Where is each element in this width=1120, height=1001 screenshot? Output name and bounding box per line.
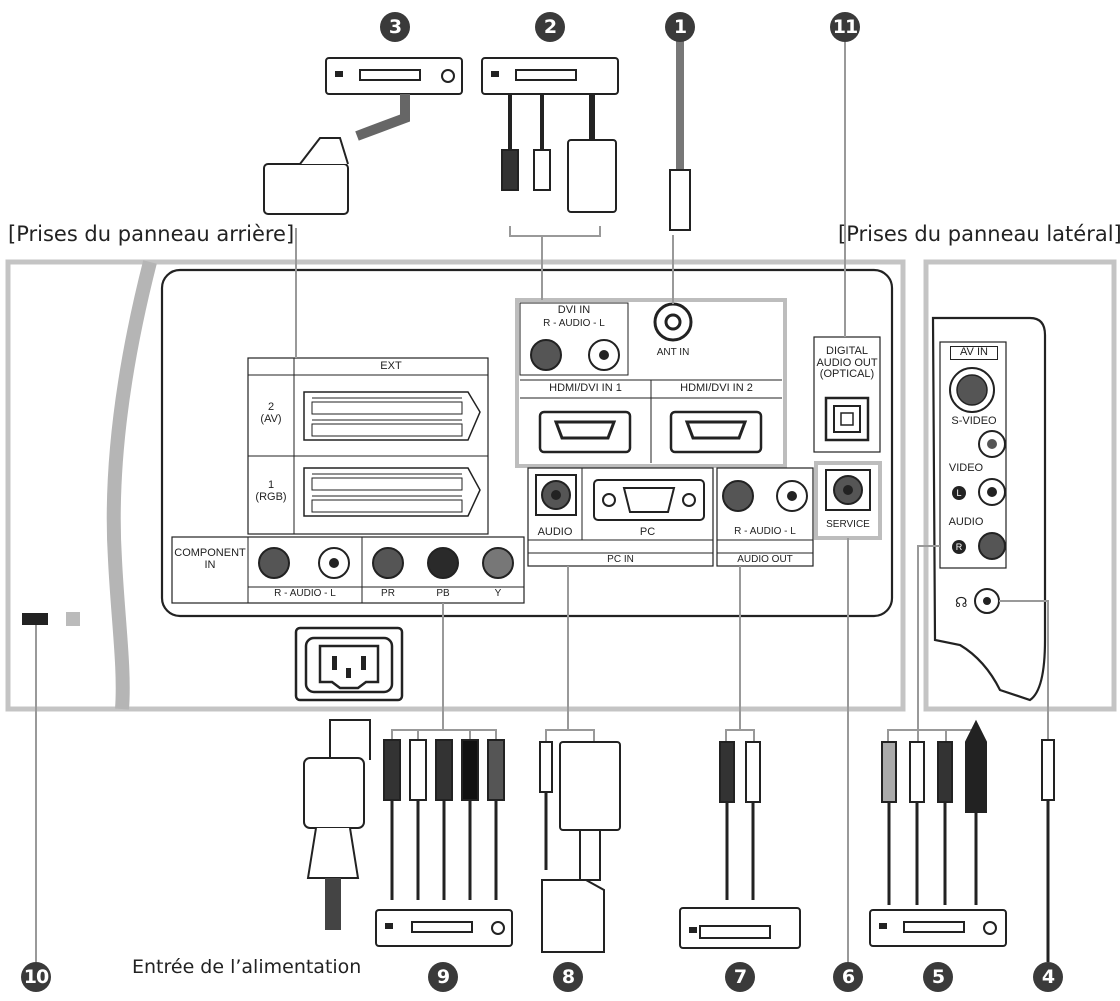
component-y-jack: [482, 547, 514, 579]
ext-title: EXT: [380, 360, 402, 372]
kensington-lock-icon: [66, 612, 80, 626]
headphone-icon: ☊: [955, 595, 967, 611]
power-plug: [303, 757, 365, 829]
audio-out-r-jack: [722, 480, 754, 512]
callout-2: 2: [535, 12, 565, 42]
audio-out-title: AUDIO OUT: [737, 554, 793, 565]
ant-in-label: ANT IN: [656, 347, 690, 358]
component-y-label: Y: [494, 588, 502, 599]
callout-7: 7: [725, 962, 755, 992]
component-pr-jack: [372, 547, 404, 579]
pc-in-title: PC IN: [607, 554, 634, 565]
component-pr-label: PR: [381, 588, 395, 599]
rear-panel-frame: [5, 259, 906, 712]
pc-audio-label: AUDIO: [537, 526, 573, 538]
dvi-audio-r-jack: [530, 339, 562, 371]
scart-connector-rgb: [303, 467, 481, 517]
callout-4: 4: [1033, 962, 1063, 992]
av-in-label: AV IN: [950, 346, 998, 360]
scart-plug: [263, 163, 349, 215]
callout-10: 10: [21, 962, 51, 992]
callout-8: 8: [553, 962, 583, 992]
component-audio-label: R - AUDIO - L: [274, 588, 336, 599]
scart-connector-av: [303, 391, 481, 441]
digital-audio-out-label: DIGITAL AUDIO OUT (OPTICAL): [816, 345, 878, 381]
side-audio-label: AUDIO: [948, 516, 984, 528]
callout-5: 5: [923, 962, 953, 992]
side-audio-r-jack: [978, 532, 1006, 560]
callout-3: 3: [380, 12, 410, 42]
side-panel-caption: [Prises du panneau latéral]: [838, 222, 1120, 246]
pc-label: PC: [639, 526, 656, 538]
s-video-label: S-VIDEO: [951, 415, 997, 427]
pc-tower: [541, 879, 605, 953]
video-label: VIDEO: [948, 462, 984, 474]
dvi-audio-label: R - AUDIO - L: [543, 318, 605, 329]
side-r-label: R: [952, 540, 966, 554]
component-audio-r-jack: [258, 547, 290, 579]
side-panel-frame: [923, 259, 1117, 712]
component-title: COMPONENT IN: [174, 547, 246, 571]
hdmi-2-label: HDMI/DVI IN 2: [680, 382, 753, 394]
hdmi-1-label: HDMI/DVI IN 1: [549, 382, 622, 394]
dvi-in-title: DVI IN: [557, 304, 591, 316]
tv-curve: [106, 260, 157, 710]
side-l-label: L: [952, 486, 966, 500]
callout-6: 6: [833, 962, 863, 992]
service-label: SERVICE: [826, 519, 870, 530]
callout-11: 11: [830, 12, 860, 42]
ext-slot-2-label: 2 (AV): [260, 401, 282, 425]
rear-panel-caption: [Prises du panneau arrière]: [8, 222, 295, 246]
power-input-caption: Entrée de l’alimentation: [132, 956, 362, 978]
component-pb-jack: [427, 547, 459, 579]
audio-out-audio-label: R - AUDIO - L: [734, 526, 796, 537]
kensington-slot: [22, 613, 48, 625]
ext-slot-1-label: 1 (RGB): [255, 479, 287, 503]
callout-9: 9: [428, 962, 458, 992]
component-pb-label: PB: [436, 588, 450, 599]
callout-1: 1: [665, 12, 695, 42]
